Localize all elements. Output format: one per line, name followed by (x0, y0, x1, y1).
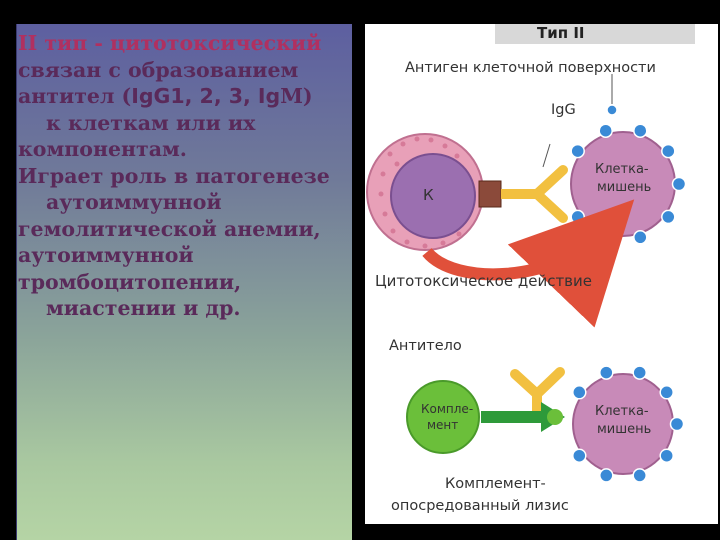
igg-label: IgG (551, 102, 576, 118)
text-line: аутоиммунной (18, 243, 194, 267)
antigen-label: Антиген клеточной поверхности (405, 60, 656, 76)
text-line: аутоиммунной (46, 190, 222, 214)
antigen-dot (599, 468, 614, 483)
text-line: II тип - цитотоксический (18, 31, 322, 55)
text-line: миастении и др. (46, 296, 241, 320)
cytotoxic-arrow (422, 199, 635, 328)
text-panel (16, 24, 352, 540)
lysis-label: опосредованный лизис (391, 498, 569, 514)
antigen-dot (572, 385, 587, 400)
lysis-label: Комплемент- (445, 476, 546, 492)
text-line: гемолитической анемии, (18, 216, 321, 241)
antigen-dot (570, 209, 585, 225)
complement-label: Компле- (421, 402, 474, 416)
text-line: тромбоцитопении, (18, 269, 242, 294)
target-cell-label-bottom: мишень (597, 422, 652, 437)
antigen-dot (661, 209, 676, 225)
antigen-dot (606, 104, 618, 116)
description-text: II тип - цитотоксический связан с образо… (18, 30, 358, 322)
antigen-dot (633, 123, 648, 138)
cytotoxic-label: Цитотоксическое действие (375, 272, 593, 290)
antigen-dot (661, 143, 676, 159)
text-line: Играет роль в патогенезе (18, 163, 330, 188)
text-line: связан с образованием (18, 57, 299, 82)
k-cell-granules (378, 136, 462, 249)
antigen-dot (632, 468, 647, 483)
antigen-dot (632, 365, 647, 380)
text-line: антител (IgG1, 2, 3, IgM) (18, 84, 313, 108)
antigen-dot (669, 416, 685, 432)
text-line: к клеткам или их (46, 110, 256, 135)
complement-label: мент (427, 418, 459, 432)
k-cell-nucleus (390, 153, 476, 239)
antigen-dots-bottom (572, 365, 685, 483)
target-cell-label-top: Клетка- (595, 162, 649, 177)
k-cell-label: К (423, 186, 434, 204)
complement-fragment (547, 409, 563, 425)
antigen-dot (599, 365, 614, 380)
antigen-dot (572, 448, 587, 463)
igg-antibody-top (501, 143, 568, 223)
target-cell-label-top: мишень (597, 180, 652, 195)
title-bar (495, 24, 695, 44)
antigen-dot (570, 143, 585, 159)
antigen-dot (671, 176, 687, 192)
antibody-label: Антитело (389, 338, 462, 354)
diagram-panel: Тип II Антиген клеточной поверхности IgG… (365, 24, 718, 524)
figure-title: Тип II (537, 24, 585, 42)
text-line: компонентам. (18, 137, 187, 161)
diagram-graphics (366, 24, 695, 483)
target-cell-label-bottom: Клетка- (595, 404, 649, 419)
fc-receptor (478, 180, 502, 208)
antigen-dot (633, 230, 648, 245)
antigen-dot (659, 385, 674, 400)
complement-cell (406, 380, 480, 454)
antigen-dot (659, 448, 674, 463)
antigen-dot (598, 123, 613, 138)
